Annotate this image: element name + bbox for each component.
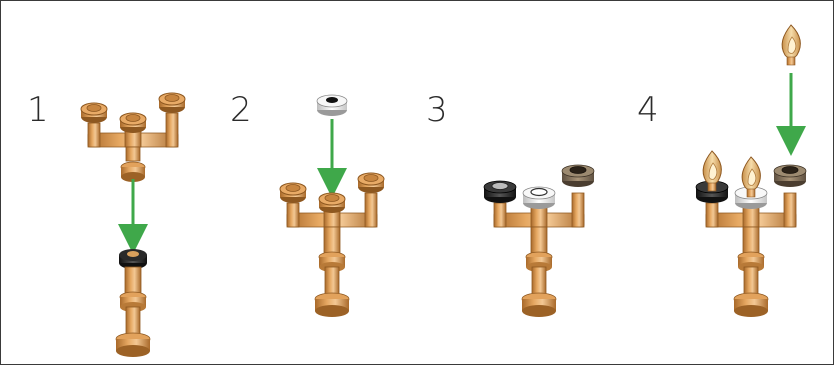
dark-tan-ring-plate: [774, 165, 806, 187]
flame-icon: [782, 25, 800, 65]
step-4-illustration: [696, 25, 806, 317]
candelabra-icon: [280, 173, 384, 317]
step-3-illustration: [484, 165, 594, 317]
candelabra-icon: [484, 165, 594, 317]
ring-plate-icon: [317, 95, 347, 116]
black-ring-plate: [484, 181, 516, 203]
candle-stick-icon: [116, 249, 150, 357]
candelabra-icon: [81, 93, 185, 182]
step-2-illustration: [280, 95, 384, 317]
step-1-illustration: [81, 93, 185, 357]
white-ring-plate: [523, 187, 555, 209]
dark-tan-ring-plate: [562, 165, 594, 187]
candelabra-icon: [696, 151, 806, 317]
